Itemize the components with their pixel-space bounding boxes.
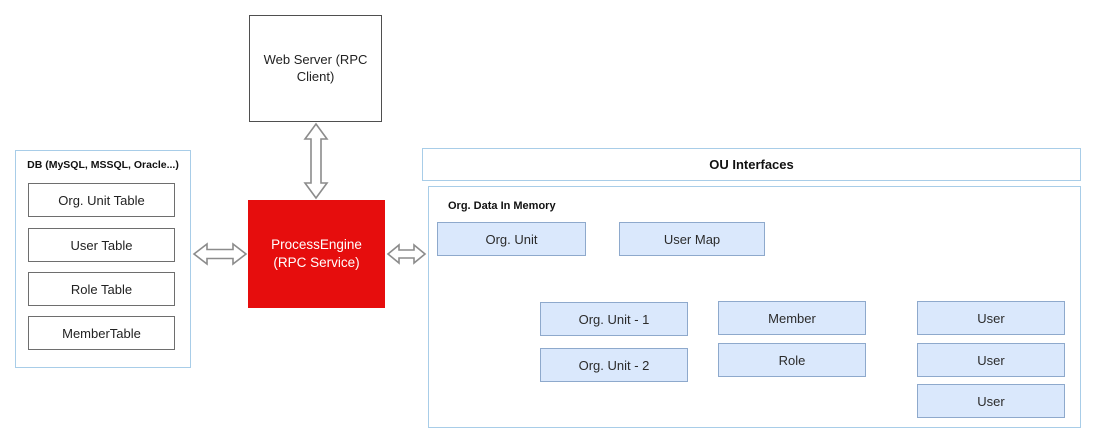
db-table-role: Role Table [28,272,175,306]
db-table-org-unit: Org. Unit Table [28,183,175,217]
node-org-unit-2: Org. Unit - 2 [540,348,688,382]
process-engine-box: ProcessEngine (RPC Service) [248,200,385,308]
db-table-user: User Table [28,228,175,262]
node-user-1: User [917,301,1065,335]
db-table-member: MemberTable [28,316,175,350]
process-engine-label-line2: (RPC Service) [273,255,360,270]
db-container: DB (MySQL, MSSQL, Oracle...) Org. Unit T… [15,150,191,368]
node-user-2: User [917,343,1065,377]
process-engine-label-line1: ProcessEngine [271,237,362,253]
ou-interfaces-header: OU Interfaces [422,148,1081,181]
double-arrow-db-processengine [192,242,248,266]
node-role: Role [718,343,866,377]
ou-subtitle: Org. Data In Memory [448,200,556,212]
node-user-map: User Map [619,222,765,256]
node-user-3: User [917,384,1065,418]
db-container-title: DB (MySQL, MSSQL, Oracle...) [27,159,179,171]
double-arrow-webserver-processengine [303,122,329,200]
node-member: Member [718,301,866,335]
web-server-box: Web Server (RPC Client) [249,15,382,122]
node-org-unit: Org. Unit [437,222,586,256]
node-org-unit-1: Org. Unit - 1 [540,302,688,336]
double-arrow-processengine-ou [386,243,427,265]
